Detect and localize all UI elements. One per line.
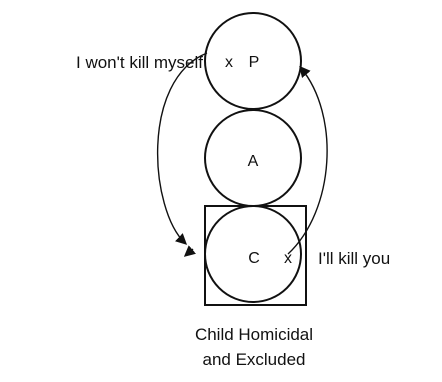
right-message: I'll kill you	[318, 249, 390, 268]
adult-label: A	[248, 153, 259, 170]
exclusion-box	[204, 205, 307, 306]
left-arrow-shaft-extension	[183, 245, 197, 257]
child-x-mark: x	[284, 250, 292, 267]
left-message: I won't kill myself	[76, 53, 203, 72]
caption-line-2: and Excluded	[202, 350, 305, 369]
right-transaction-arrow	[287, 65, 328, 255]
caption-line-1: Child Homicidal	[195, 325, 313, 344]
child-label: C	[248, 250, 260, 267]
parent-x-mark: x	[225, 54, 233, 71]
left-transaction-arrow	[157, 52, 208, 245]
parent-label: P	[249, 54, 260, 71]
